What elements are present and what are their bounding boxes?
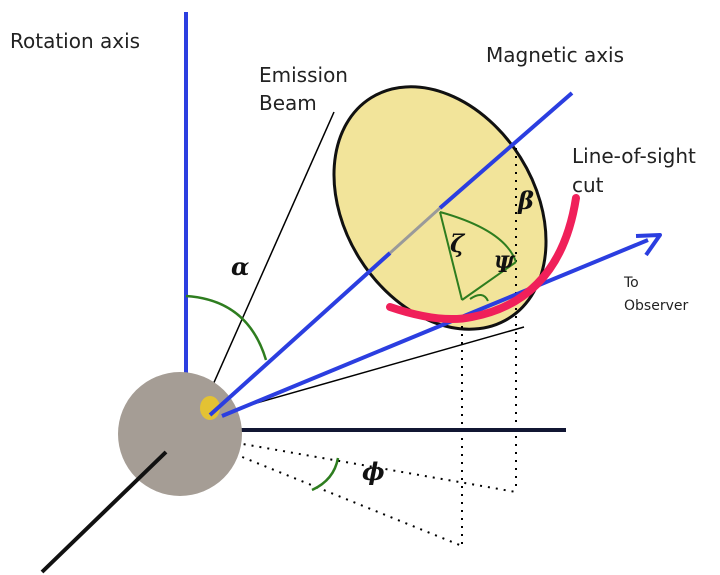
line-of-sight-label-line1: Line-of-sight [572,144,696,168]
magnetic-axis-line-lower [208,251,392,417]
to-observer-label-line2: Observer [624,298,688,314]
rotation-axis-label: Rotation axis [10,29,140,53]
emission-beam-label-line1: Emission [259,63,348,87]
psi-angle-line [461,261,517,301]
rotation-axis-lower-extension [40,450,168,574]
polar-cap-spot [200,396,220,420]
projection-dotted-ray-2 [219,447,463,547]
zeta-symbol: ζ [450,229,466,258]
line-of-sight-label-line2: cut [572,173,604,197]
magnetic-axis-inner-segment [388,206,442,255]
line-of-sight-cut-arc [386,194,580,324]
beam-cone-upper-edge [203,111,335,406]
magnetic-axis-label: Magnetic axis [486,43,624,67]
phi-symbol: ϕ [362,457,385,486]
phi-angle-arc [311,457,340,492]
alpha-angle-arc [185,294,268,361]
to-observer-label-line1: To [623,275,639,291]
beta-symbol: β [517,186,534,215]
magnetic-axis-line-upper [438,91,574,210]
emission-beam-label-line2: Beam [259,91,317,115]
neutron-star-disk [118,372,242,496]
line-of-sight-ray [221,238,649,418]
psi-symbol: Ψ [494,252,516,278]
psi-small-angle-arc [469,294,489,302]
zeta-angle-line [439,211,463,301]
alpha-symbol: α [231,252,249,281]
beta-angle-arc [439,211,517,263]
beam-cone-lower-edge [217,326,525,415]
to-observer-arrowhead [635,233,662,257]
